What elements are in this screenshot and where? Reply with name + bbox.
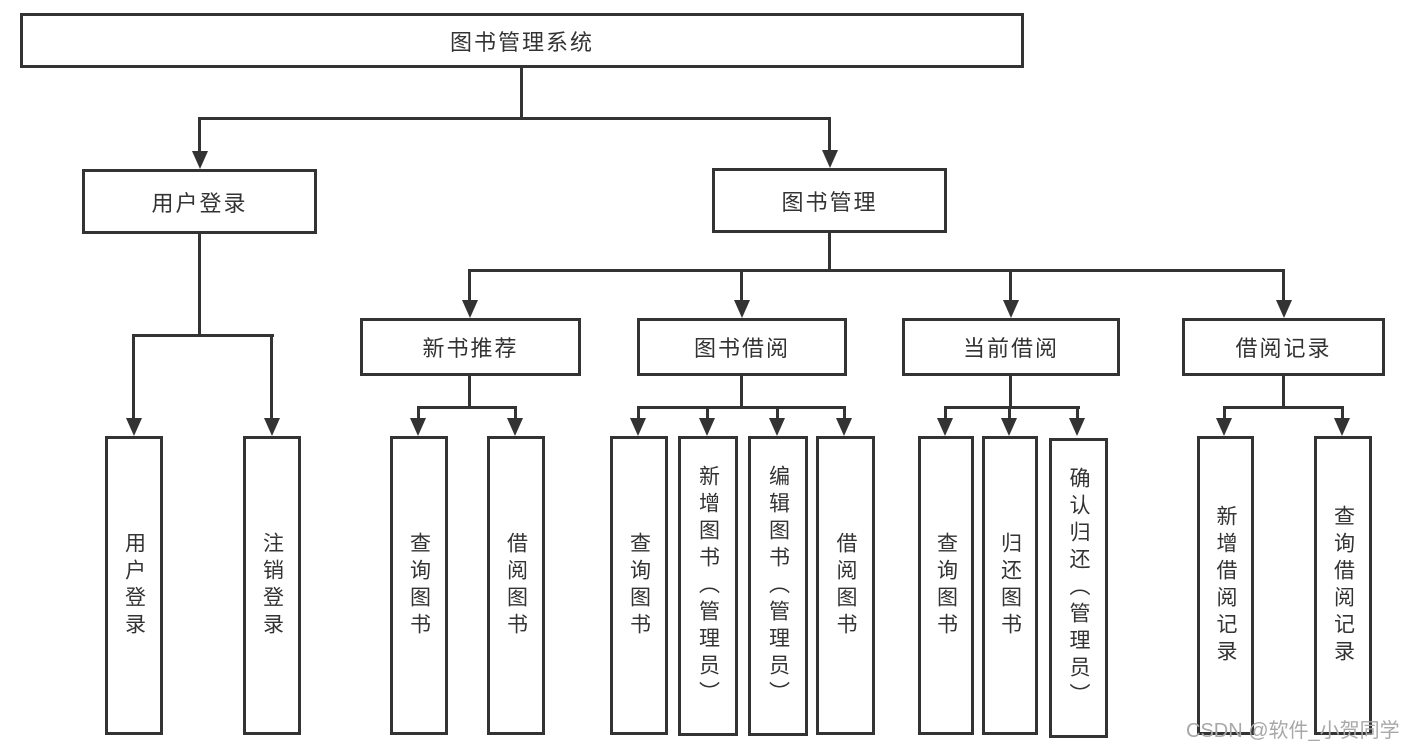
connector-level2-hline — [198, 117, 831, 120]
leaf-edit-book-admin: 编辑图书（管理员） — [748, 436, 808, 736]
arrow-to-query-book-borrow — [630, 418, 646, 436]
connector-records-shaft — [1282, 269, 1285, 302]
connector-newrec-c2-shaft — [514, 406, 517, 420]
arrow-to-query-borrow-record — [1334, 418, 1350, 436]
node-book-mgmt: 图书管理 — [712, 168, 947, 233]
arrow-to-query-book-rec — [410, 418, 426, 436]
leaf-add-borrow-record-label: 新增借阅记录 — [1214, 504, 1237, 667]
leaf-add-borrow-record: 新增借阅记录 — [1197, 436, 1254, 735]
connector-level3-hline — [468, 269, 1285, 272]
arrow-to-borrow-book-rec — [507, 418, 523, 436]
leaf-edit-book-admin-label: 编辑图书（管理员） — [766, 464, 790, 708]
arrow-to-borrow-book — [836, 418, 852, 436]
leaf-user-login-label: 用户登录 — [122, 531, 146, 640]
arrow-to-return-book — [1001, 418, 1017, 436]
leaf-return-book: 归还图书 — [982, 436, 1038, 735]
arrow-to-borrow-records — [1276, 300, 1292, 318]
arrow-to-user-login — [192, 151, 208, 169]
connector-leaf-userlogin-shaft — [132, 334, 135, 420]
node-user-login-label: 用户登录 — [151, 190, 248, 216]
node-new-book-rec-label: 新书推荐 — [422, 336, 519, 361]
arrow-to-add-book — [699, 418, 715, 436]
connector-current-c2-shaft — [1008, 406, 1011, 420]
node-borrow-records: 借阅记录 — [1182, 318, 1385, 376]
leaf-confirm-return-admin-label: 确认归还（管理员） — [1067, 466, 1090, 710]
arrow-to-leaf-user-login — [126, 418, 142, 436]
node-book-borrow-label: 图书借阅 — [693, 336, 790, 361]
arrow-to-book-borrow — [734, 300, 750, 318]
leaf-add-book-admin-label: 新增图书（管理员） — [696, 464, 720, 708]
arrow-to-new-book-rec — [462, 300, 478, 318]
leaf-borrow-book-rec: 借阅图书 — [487, 436, 545, 735]
node-book-mgmt-label: 图书管理 — [781, 189, 878, 215]
node-library-system-label: 图书管理系统 — [449, 29, 594, 55]
connector-current-c3-shaft — [1076, 406, 1079, 420]
leaf-query-borrow-record-label: 查询借阅记录 — [1331, 504, 1355, 667]
leaf-logout: 注销登录 — [243, 436, 301, 735]
connector-current-hline — [944, 406, 1080, 409]
connector-userlogin-hline — [132, 334, 274, 337]
connector-records-c1-shaft — [1223, 406, 1226, 420]
connector-records-c2-shaft — [1341, 406, 1344, 420]
leaf-query-book-current: 查询图书 — [918, 436, 974, 735]
leaf-query-book-rec: 查询图书 — [390, 436, 448, 735]
node-current-borrow: 当前借阅 — [902, 318, 1120, 376]
leaf-query-book-borrow-label: 查询图书 — [627, 531, 651, 640]
connector-bookmgmt-shaft — [828, 117, 831, 151]
connector-records-hline — [1223, 406, 1344, 409]
arrow-to-leaf-logout — [264, 418, 280, 436]
connector-borrow-c1-shaft — [637, 406, 640, 420]
connector-newrec-hline — [417, 406, 517, 409]
leaf-query-book-rec-label: 查询图书 — [407, 531, 431, 640]
arrow-to-confirm-return — [1069, 418, 1085, 436]
connector-current-c1-shaft — [944, 406, 947, 420]
connector-root-vline — [520, 68, 523, 118]
node-borrow-records-label: 借阅记录 — [1235, 336, 1332, 361]
arrow-to-add-borrow-record — [1216, 418, 1232, 436]
node-library-system: 图书管理系统 — [20, 13, 1024, 68]
arrow-to-current-borrow — [1003, 300, 1019, 318]
connector-newrec-vline — [468, 376, 471, 409]
leaf-query-borrow-record: 查询借阅记录 — [1314, 436, 1372, 735]
connector-bookmgmt-vline — [828, 233, 831, 272]
leaf-logout-label: 注销登录 — [260, 531, 284, 640]
connector-borrow-c4-shaft — [843, 406, 846, 420]
node-current-borrow-label: 当前借阅 — [962, 336, 1059, 361]
leaf-query-book-current-label: 查询图书 — [934, 531, 958, 640]
connector-borrow-shaft — [740, 269, 743, 302]
leaf-confirm-return-admin: 确认归还（管理员） — [1049, 438, 1108, 738]
leaf-add-book-admin: 新增图书（管理员） — [678, 436, 738, 736]
connector-borrow-c3-shaft — [776, 406, 779, 420]
leaf-query-book-borrow: 查询图书 — [610, 436, 668, 735]
leaf-user-login: 用户登录 — [105, 436, 163, 735]
connector-borrow-vline — [740, 376, 743, 409]
connector-newrec-c1-shaft — [417, 406, 420, 420]
connector-leaf-logout-shaft — [270, 334, 273, 420]
leaf-borrow-book-rec-label: 借阅图书 — [504, 531, 528, 640]
connector-newrec-shaft — [468, 269, 471, 302]
node-book-borrow: 图书借阅 — [637, 318, 847, 376]
csdn-watermark: CSDN @软件_小贺同学 — [1186, 720, 1400, 742]
connector-userlogin-vline — [198, 233, 201, 337]
node-user-login: 用户登录 — [82, 169, 317, 234]
connector-records-vline — [1282, 376, 1285, 409]
connector-userlogin-shaft — [198, 117, 201, 152]
connector-current-shaft — [1009, 269, 1012, 302]
arrow-to-query-book-current — [937, 418, 953, 436]
connector-current-vline — [1009, 376, 1012, 409]
arrow-to-book-mgmt — [822, 150, 838, 168]
leaf-borrow-book-borrow-label: 借阅图书 — [834, 531, 857, 640]
arrow-to-edit-book — [769, 418, 785, 436]
connector-borrow-hline — [637, 406, 846, 409]
node-new-book-rec: 新书推荐 — [360, 318, 581, 376]
leaf-borrow-book-borrow: 借阅图书 — [816, 436, 875, 735]
leaf-return-book-label: 归还图书 — [998, 531, 1022, 640]
connector-borrow-c2-shaft — [706, 406, 709, 420]
